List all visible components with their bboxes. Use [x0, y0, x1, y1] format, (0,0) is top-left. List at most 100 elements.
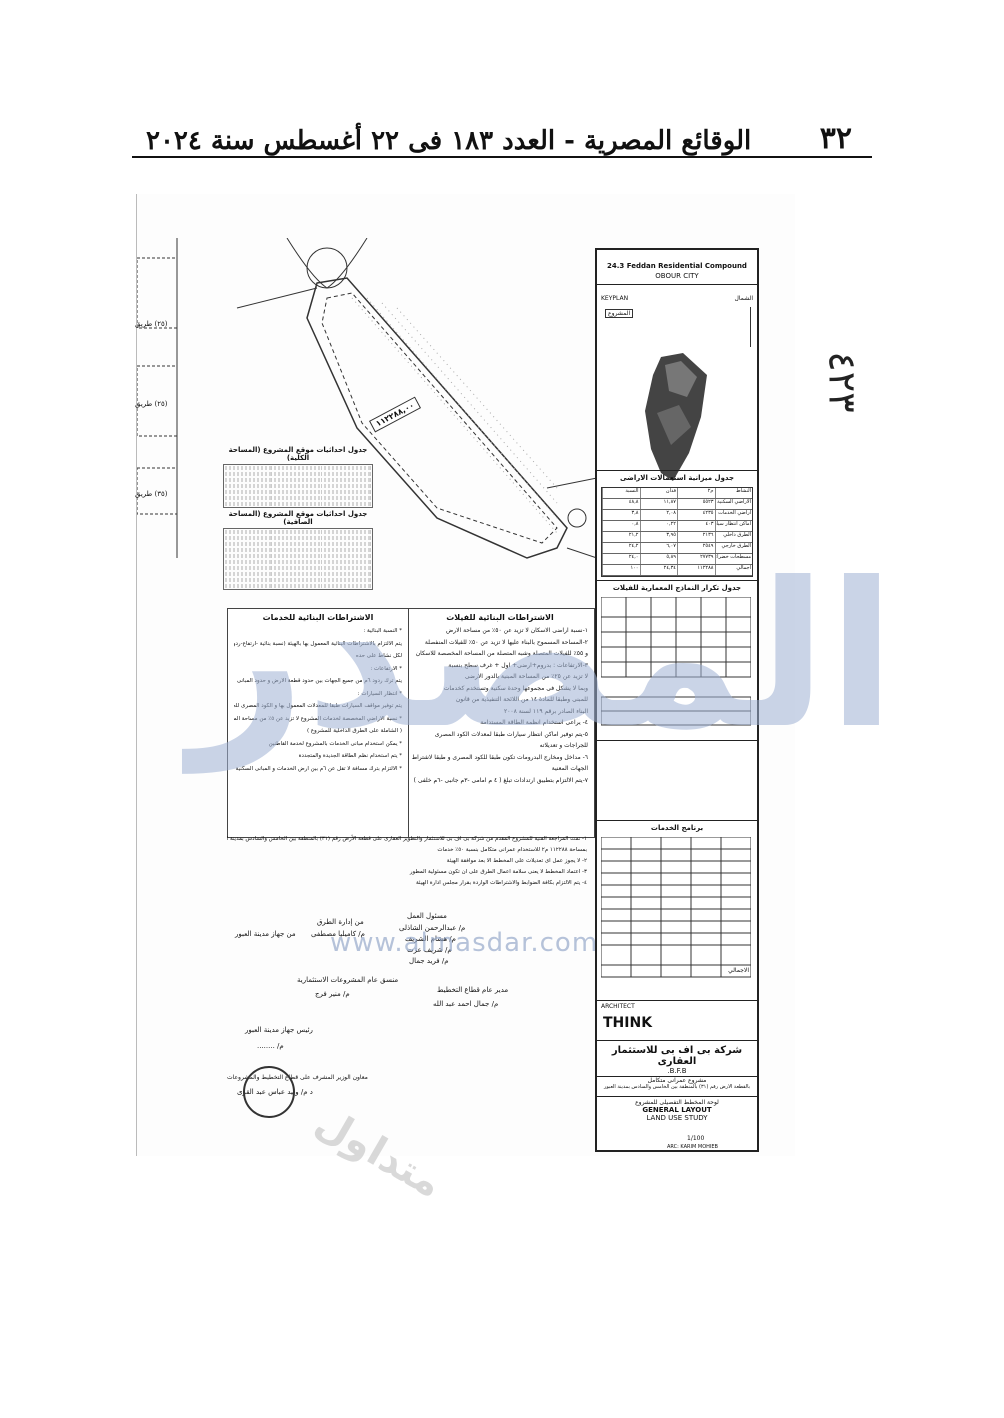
requirements-villas-title: الاشتراطات البنائية للفيلات	[446, 613, 554, 622]
req-service-line: * نسبة الاراضي المخصصة لخدمات المشروع لا…	[234, 715, 402, 722]
req-villa-line: ٧-يتم الالتزام بتطبيق ارتدادات تبلغ ( ٤ …	[413, 776, 588, 784]
req-villa-line: ٦- مداخل ومخارج البدرومات تكون طبقا للكو…	[412, 753, 588, 761]
signature: م/ هشام الشريف	[405, 935, 456, 943]
dept-roads-signature: م/ كاميليا مصطفى	[311, 930, 365, 938]
coord-table-gross: جدول احداثيات موقع المشروع (المساحة الكل…	[223, 446, 373, 508]
requirements-villas: الاشتراطات البنائية للفيلات ١-نسبة اراضى…	[405, 608, 595, 838]
page-number: ٣٢	[819, 121, 852, 156]
city-signature: م/ ........	[257, 1042, 284, 1050]
cell: ٠,٨	[602, 521, 640, 531]
header-rule	[132, 156, 872, 158]
planning-head: مدير عام قطاع التخطيط	[437, 986, 509, 994]
title-block: 24.3 Feddan Residential Compound OBOUR C…	[595, 248, 759, 1152]
req-villa-line: الجهات المعنية	[551, 765, 588, 772]
cell: الاراضي السكنية (الفيلات)	[714, 499, 753, 509]
services-table	[601, 837, 751, 978]
cell: ٦,٠٧	[639, 543, 678, 553]
req-villa-line: لا تزيد عن ٢٥٪ من المساحة المبنية بالدور…	[464, 673, 588, 680]
cell: ٣,٨	[602, 510, 640, 520]
signature: م/ فريد جمال	[409, 957, 449, 965]
reviewed-by: مسئول العمل	[407, 912, 447, 920]
req-villa-line: ٢-المساحة المسموح بالبناء عليها لا تزيد …	[424, 638, 588, 646]
cell: مسطحات خضراء وممرات مشاه	[714, 554, 753, 564]
project-tag: المشروع	[605, 309, 634, 318]
cell: النسبة	[602, 488, 640, 498]
architect-logo: THINK	[603, 1015, 653, 1031]
approval-line: ١- تمت المراجعة الفنية للمشروع المقدم من…	[227, 836, 587, 842]
site-plan-drawing	[137, 238, 597, 559]
approval-line: ٤- يتم الالتزام بكافة الضوابط والاشتراطا…	[415, 880, 587, 886]
city-name-en: OBOUR CITY	[655, 272, 699, 280]
drawing-title-en: GENERAL LAYOUT	[642, 1106, 712, 1114]
approval-line: ٢- لا يجوز عمل اى تعديلات على المخطط الا…	[446, 858, 587, 864]
invest-signature: م/ منير فرج	[315, 990, 350, 998]
project-name-ar: مشروع عمرانى متكامل	[647, 1077, 707, 1084]
cell: ١١٢٢٨٨	[677, 565, 715, 575]
cell: ٠,٢٢	[639, 521, 678, 531]
approval-line: بمساحة ١١٢٢٨٨ م٢ للاستخدام عمرانى متكامل…	[437, 847, 587, 853]
cell: ١٠٠	[602, 565, 640, 575]
req-service-line: * النسبة البنائية :	[363, 628, 402, 634]
land-use-table-title: جدول ميزانية استعمالات الاراضى	[619, 474, 735, 482]
req-villa-line: ٥-يتم توفير اماكن انتظار سيارات طبقا لمع…	[434, 730, 588, 738]
margin-handwriting: ٤٢٣	[820, 351, 865, 413]
keyplan-label: KEYPLAN	[601, 295, 629, 302]
req-service-line: * يتم استخدام نظم الطاقة الجديدة والمتجد…	[298, 753, 402, 759]
cell: ٢٤,٠	[602, 554, 640, 564]
req-service-line: يتم الالتزام بالاشتراطات البنائية المعمو…	[234, 640, 402, 647]
cell: اراضي الخدمات	[714, 510, 753, 520]
cell: ٣,٩٥	[639, 532, 678, 542]
cell: ٤٠٣	[677, 521, 715, 531]
invest-head: منسق عام المشروعات الاستثمارية	[297, 976, 399, 984]
req-service-line: * يمكن استخدام مبانى الخدمات بالمشروع لخ…	[268, 740, 402, 747]
req-service-line: * انتظار السيارات :	[357, 690, 402, 697]
planning-signature: م/ جمال احمد عبد الله	[433, 1000, 499, 1008]
req-service-line: يتم ترك ردود ٦م من جميع الجهات بين حدود …	[236, 678, 402, 684]
req-service-line: * الالتزام بترك مسافة لا تقل عن ٦م بين ا…	[235, 765, 402, 772]
developer-name-en: B.F.B.	[667, 1067, 687, 1075]
road-label-3: (٣٥) طريق	[135, 490, 168, 498]
cell: اجمالي	[714, 565, 753, 575]
deputy-title: معاون الوزير المشرف على قطاع التخطيط وال…	[227, 1074, 368, 1081]
req-villa-line: و ٥٥٪ للفيلات المتصلة وشبه المتصلة من ال…	[415, 650, 588, 657]
cell: ٥٥٢٣	[677, 499, 715, 509]
cell: النشاط	[714, 488, 753, 498]
city-head: رئيس جهاز مدينة العبور	[245, 1026, 313, 1034]
coord-table-gross-title: جدول احداثيات موقع المشروع (المساحة الكل…	[228, 446, 368, 462]
cell: ٢٤,٣٤	[639, 565, 678, 575]
approval-section: ١- تمت المراجعة الفنية للمشروع المقدم من…	[217, 834, 597, 1124]
north-label: الشمال	[734, 295, 753, 302]
keyplan-map	[645, 353, 707, 481]
req-service-line: * الارتفاعات :	[370, 665, 402, 672]
cell: ٢٧٧٣٩	[677, 554, 715, 564]
table-row: اماكن انتظار سيارات٤٠٣٠,٢٢٠,٨	[602, 521, 752, 532]
plot-description-ar: بالقطعة الأرض رقم (٣١) بالمنطقة بين الخا…	[603, 1084, 751, 1090]
road-label-1: (٢٥) طريق	[135, 320, 168, 328]
cell: ١١,٨٧	[639, 499, 678, 509]
drawing-title-ar: لوحة المخطط التفصيلى للمشروع	[635, 1099, 719, 1106]
cell: ٢٤,٢	[602, 543, 640, 553]
dept-roads: من إدارة الطرق	[317, 918, 364, 926]
cell: ٢١,٢	[602, 532, 640, 542]
cell: ٥,٨٩	[639, 554, 678, 564]
requirements-services-title: الاشتراطات البنائية للخدمات	[262, 613, 374, 622]
req-villa-line: للجراجات و تعديلاته	[539, 742, 588, 749]
cell: الطرق داخلي	[714, 532, 753, 542]
services-total: الاجمالي	[728, 967, 749, 974]
drawing-sheet: ١١٢٢٨٨,٠٠ (٢٥) طريق (٢٥) طريق (٣٥) طريق …	[135, 194, 795, 1156]
developer-name-ar: شركة بى اف بى للاستثمار العقارى	[611, 1045, 743, 1067]
req-service-line: ( الشاملة على الطرق الداخلية للمشروع )	[307, 728, 402, 734]
req-service-line: لكل نشاط على حده	[355, 653, 402, 659]
architect-label: ARCHITECT	[601, 1003, 635, 1010]
drawing-subtitle-en: LAND USE STUDY	[646, 1114, 708, 1122]
signature: م/ عبدالرحمن الشاذلى	[399, 924, 466, 932]
architect-name: ARC: KARIM MOHIEB	[667, 1144, 718, 1150]
road-label-2: (٢٥) طريق	[135, 400, 168, 408]
watermark-site: www.almasdar.com	[330, 928, 599, 958]
